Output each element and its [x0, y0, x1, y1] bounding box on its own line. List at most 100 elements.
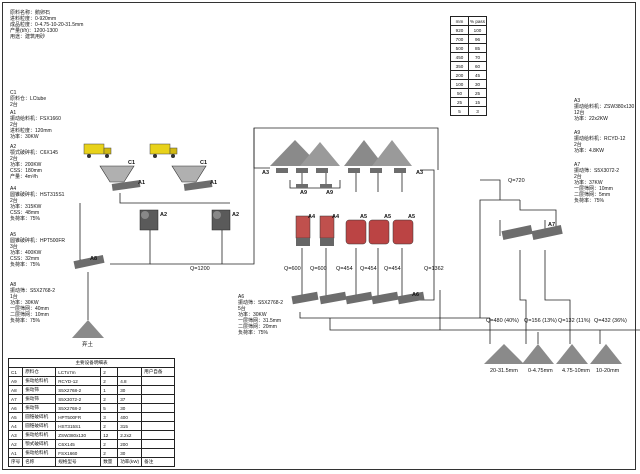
table-cell [117, 367, 143, 377]
table-cell: A2 [7, 439, 24, 449]
label-a3: A3 [416, 170, 424, 176]
equipment-table-title: 主要设备明细表 [7, 358, 176, 368]
table-cell: 振动给料机 [22, 376, 57, 386]
table-cell: 原料仓 [22, 367, 57, 377]
table-cell [141, 403, 176, 413]
screens-a7-icon [501, 224, 563, 241]
table-cell: 振动筛 [22, 394, 57, 404]
table-cell: ZSW380x130 [55, 430, 102, 440]
line-q720 [479, 199, 520, 318]
table-cell: 50 [450, 88, 469, 98]
table-cell [141, 394, 176, 404]
table-cell: 70 [468, 52, 487, 62]
cone-crusher-a5-2-icon [368, 219, 390, 245]
label-a4: A4 [308, 214, 316, 220]
label-a2: A2 [160, 212, 168, 218]
table-cell: 振动筛 [22, 385, 57, 395]
flow-q600: Q=600 [310, 266, 327, 272]
table-cell: S5X3072-2 [55, 394, 102, 404]
table-cell: 25 [450, 97, 469, 107]
table-cell: 2.2x2 [117, 430, 143, 440]
truck-2-icon [149, 143, 178, 158]
table-cell: 12 [100, 430, 119, 440]
table-cell: 920 [450, 25, 469, 35]
flow-q454: Q=454 [384, 266, 401, 272]
label-a9: A9 [326, 190, 334, 196]
table-cell: 25 [468, 88, 487, 98]
table-cell: LCTx7m [55, 367, 102, 377]
flow-q432: Q=432 (36%) [594, 318, 627, 324]
table-cell [141, 448, 176, 458]
table-cell: 60 [468, 61, 487, 71]
table-cell: 圆锥破碎机 [22, 412, 57, 422]
table-cell: 功率(kW) [117, 457, 143, 467]
line-left-vert [79, 203, 90, 261]
table-cell: 4.8 [117, 376, 143, 386]
label-a9: A9 [300, 190, 308, 196]
table-cell: A5 [7, 412, 24, 422]
table-cell: C1 [7, 367, 24, 377]
flow-q454: Q=454 [336, 266, 353, 272]
cone-crusher-a4-2-icon [319, 215, 335, 246]
line-a1-a2 [119, 193, 230, 204]
table-cell: A1 [7, 448, 24, 458]
diagram-frame [2, 2, 636, 470]
table-cell: C6X145 [55, 439, 102, 449]
label-a5: A5 [384, 214, 392, 220]
table-cell: 400 [117, 412, 143, 422]
table-cell: 2 [100, 376, 119, 386]
label-a6: A6 [412, 292, 420, 298]
label-a4: A4 [332, 214, 340, 220]
table-cell: 37 [117, 394, 143, 404]
product-label: 10-20mm [596, 368, 620, 374]
table-cell: 30 [117, 403, 143, 413]
cone-crusher-a4-1-icon [295, 215, 311, 246]
table-cell [141, 421, 176, 431]
label-a8: A8 [90, 256, 98, 262]
table-cell: 序号 [7, 457, 24, 467]
table-cell: S5X2768-2 [55, 385, 102, 395]
label-a5: A5 [408, 214, 416, 220]
table-cell: 1 [100, 385, 119, 395]
stockpile-left-icon [270, 140, 340, 166]
flow-q454: Q=454 [360, 266, 377, 272]
table-cell: 圆锥破碎机 [22, 421, 57, 431]
screen-a8-icon [73, 254, 105, 270]
table-cell: 颚式破碎机 [22, 439, 57, 449]
table-cell: 5 [450, 106, 469, 116]
label-a1: A1 [138, 180, 146, 186]
screens-a6-icon [291, 291, 425, 305]
table-cell: 5 [100, 403, 119, 413]
table-footer-row: 序号名称规格型号数量功率(kW)备注 [7, 457, 176, 467]
table-cell [141, 412, 176, 422]
table-cell: A4 [7, 421, 24, 431]
table-cell: 振动给料机 [22, 430, 57, 440]
label-c1: C1 [200, 160, 208, 166]
table-cell: 振动给料机 [22, 448, 57, 458]
flow-q156: Q=156 (13%) [524, 318, 557, 324]
table-cell: 85 [468, 43, 487, 53]
header-line: 产量(t/h)：1200-1300 [10, 28, 58, 34]
label-a1: A1 [210, 180, 218, 186]
table-cell: HPT500FR [55, 412, 102, 422]
product-label: 0-4.75mm [528, 368, 553, 374]
header-line: 进料粒度：0-920mm [10, 16, 57, 22]
truck-1-icon [83, 143, 112, 158]
table-cell: 2 [100, 394, 119, 404]
